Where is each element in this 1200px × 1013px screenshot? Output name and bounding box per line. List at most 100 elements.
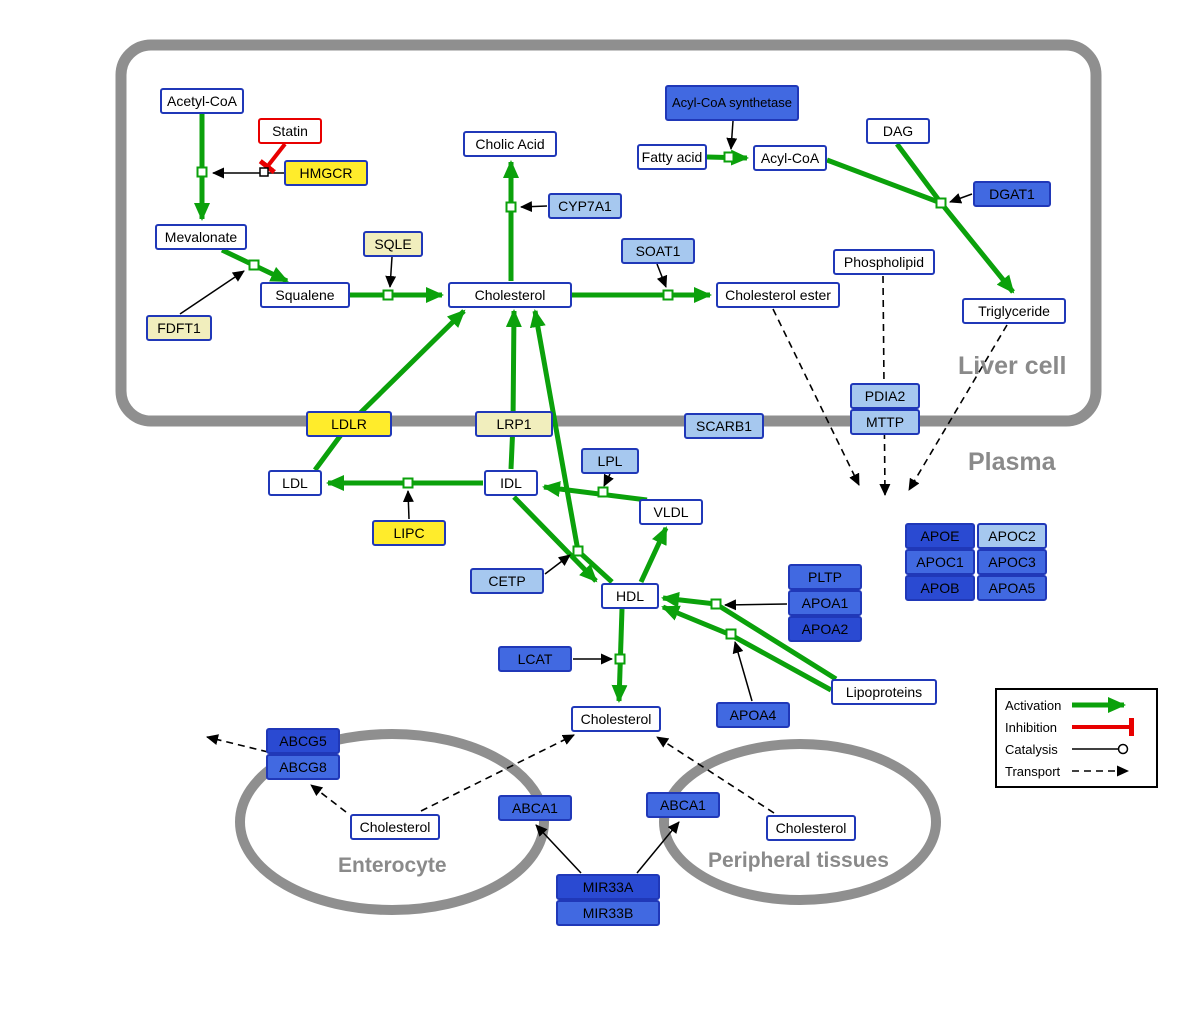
- node-abcg8[interactable]: ABCG8: [266, 754, 340, 780]
- node-fatty-acid[interactable]: Fatty acid: [637, 144, 707, 170]
- edge-activation-10: [505, 309, 522, 470]
- region-label-peripheral-tissues: Peripheral tissues: [708, 849, 889, 872]
- node-mttp[interactable]: MTTP: [850, 409, 920, 435]
- node-mir33a[interactable]: MIR33A: [556, 874, 660, 900]
- node-apoc3[interactable]: APOC3: [977, 549, 1047, 575]
- reaction-port-0: [196, 166, 208, 178]
- node-pdia2[interactable]: PDIA2: [850, 383, 920, 409]
- node-acyl-coa-synthetase[interactable]: Acyl-CoA synthetase: [665, 85, 799, 121]
- node-cetp[interactable]: CETP: [470, 568, 544, 594]
- reaction-port-8: [597, 486, 609, 498]
- node-dag[interactable]: DAG: [866, 118, 930, 144]
- legend-label-inhibition: Inhibition: [1005, 719, 1058, 735]
- node-cholesterol-hdl[interactable]: Cholesterol: [571, 706, 661, 732]
- node-fdft1[interactable]: FDFT1: [146, 315, 212, 341]
- node-apoa2[interactable]: APOA2: [788, 616, 862, 642]
- edge-transport-39: [420, 734, 575, 812]
- legend-row-transport: Transport: [1005, 761, 1148, 781]
- node-ldl[interactable]: LDL: [268, 470, 322, 496]
- reaction-port-12: [614, 653, 626, 665]
- node-pltp[interactable]: PLTP: [788, 564, 862, 590]
- node-mevalonate[interactable]: Mevalonate: [155, 224, 247, 250]
- edge-catalysis-22: [656, 263, 668, 288]
- edge-catalysis-25: [402, 490, 414, 520]
- node-lipoproteins[interactable]: Lipoproteins: [831, 679, 937, 705]
- node-acetyl-coa[interactable]: Acetyl-CoA: [160, 88, 244, 114]
- reaction-port-3: [505, 201, 517, 213]
- edge-catalysis-32: [636, 821, 680, 874]
- node-abca1-enterocyte[interactable]: ABCA1: [498, 795, 572, 821]
- node-abca1-peripheral[interactable]: ABCA1: [646, 792, 720, 818]
- inhibition-junction-0: [259, 167, 269, 177]
- legend-symbol-transport: [1072, 765, 1129, 777]
- edge-activation-11: [542, 481, 648, 503]
- node-apoe[interactable]: APOE: [905, 523, 975, 549]
- node-lipc[interactable]: LIPC: [372, 520, 446, 546]
- reaction-port-6: [935, 197, 947, 209]
- node-apob[interactable]: APOB: [905, 575, 975, 601]
- edge-activation-13: [512, 495, 598, 583]
- legend-symbol-inhibition: [1072, 718, 1134, 736]
- node-hdl[interactable]: HDL: [601, 583, 659, 609]
- node-cholesterol-peripheral[interactable]: Cholesterol: [766, 815, 856, 841]
- edge-catalysis-28: [724, 599, 788, 611]
- reaction-port-5: [723, 151, 735, 163]
- node-apoa1[interactable]: APOA1: [788, 590, 862, 616]
- enterocyte-membrane: [235, 729, 549, 915]
- edge-activation-14: [638, 526, 669, 584]
- edge-transport-38: [206, 734, 269, 753]
- node-ldlr[interactable]: LDLR: [306, 411, 392, 437]
- node-acyl-coa[interactable]: Acyl-CoA: [753, 145, 827, 171]
- node-apoc2[interactable]: APOC2: [977, 523, 1047, 549]
- reaction-port-2: [382, 289, 394, 301]
- node-apoc1[interactable]: APOC1: [905, 549, 975, 575]
- node-lpl[interactable]: LPL: [581, 448, 639, 474]
- legend-label-catalysis: Catalysis: [1005, 741, 1058, 757]
- legend-row-catalysis: Catalysis: [1005, 739, 1148, 759]
- node-squalene[interactable]: Squalene: [260, 282, 350, 308]
- node-cholesterol-liver[interactable]: Cholesterol: [448, 282, 572, 308]
- edge-catalysis-27: [544, 554, 571, 575]
- node-lcat[interactable]: LCAT: [498, 646, 572, 672]
- node-hmgcr[interactable]: HMGCR: [284, 160, 368, 186]
- node-sqle[interactable]: SQLE: [363, 231, 423, 257]
- node-cyp7a1[interactable]: CYP7A1: [548, 193, 622, 219]
- edge-activation-7: [894, 142, 944, 205]
- node-apoa5[interactable]: APOA5: [977, 575, 1047, 601]
- legend-label-activation: Activation: [1005, 697, 1062, 713]
- node-dgat1[interactable]: DGAT1: [973, 181, 1051, 207]
- node-scarb1[interactable]: SCARB1: [684, 413, 764, 439]
- node-lrp1[interactable]: LRP1: [475, 411, 553, 437]
- edge-activation-8: [312, 309, 466, 472]
- node-soat1[interactable]: SOAT1: [621, 238, 695, 264]
- node-triglyceride[interactable]: Triglyceride: [962, 298, 1066, 324]
- reaction-port-9: [572, 545, 584, 557]
- node-idl[interactable]: IDL: [484, 470, 538, 496]
- region-label-enterocyte: Enterocyte: [338, 854, 447, 877]
- edge-inhibition-33: [258, 142, 287, 175]
- edge-transport-37: [310, 784, 347, 813]
- legend-symbol-catalysis: [1072, 743, 1129, 755]
- legend-symbol-activation: [1072, 697, 1126, 713]
- edge-catalysis-26: [603, 473, 614, 487]
- edge-catalysis-31: [535, 824, 582, 874]
- node-mir33b[interactable]: MIR33B: [556, 900, 660, 926]
- edge-catalysis-29: [732, 641, 753, 702]
- node-vldl[interactable]: VLDL: [639, 499, 703, 525]
- node-phospholipid[interactable]: Phospholipid: [833, 249, 935, 275]
- node-cholic-acid[interactable]: Cholic Acid: [463, 131, 557, 157]
- reaction-port-1: [248, 259, 260, 271]
- region-label-plasma: Plasma: [968, 448, 1056, 476]
- node-statin[interactable]: Statin: [258, 118, 322, 144]
- reaction-port-11: [725, 628, 737, 640]
- edge-catalysis-23: [726, 120, 738, 150]
- node-apoa4[interactable]: APOA4: [716, 702, 790, 728]
- node-cholesterol-enterocyte[interactable]: Cholesterol: [350, 814, 440, 840]
- node-cholesterol-ester[interactable]: Cholesterol ester: [716, 282, 840, 308]
- edge-transport-36: [908, 324, 1008, 491]
- peripheral-tissues-membrane: [659, 739, 941, 905]
- node-abcg5[interactable]: ABCG5: [266, 728, 340, 754]
